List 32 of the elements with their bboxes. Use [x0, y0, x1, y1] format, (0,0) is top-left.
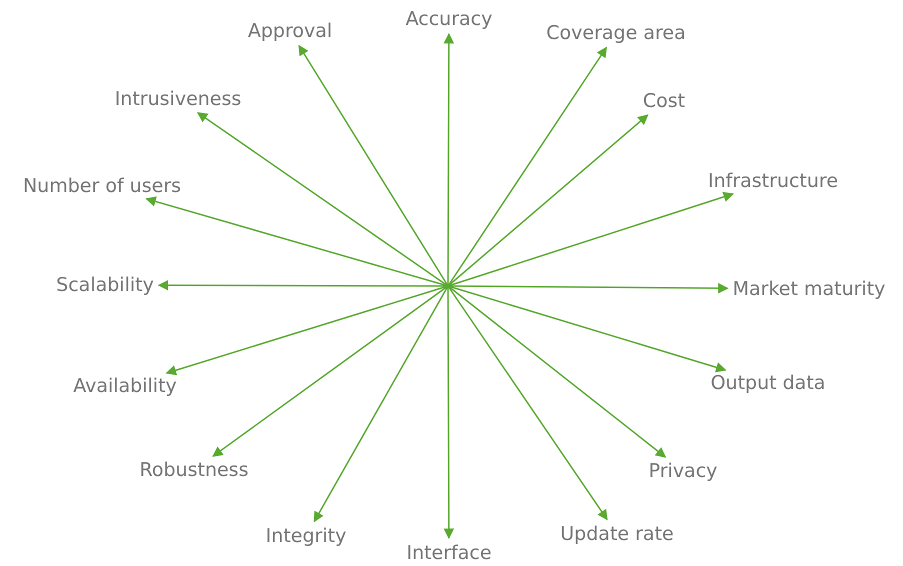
arrow: [447, 286, 608, 520]
arrow: [314, 286, 449, 522]
arrow: [298, 44, 449, 286]
criterion-label: Update rate: [558, 522, 676, 546]
criterion-label: Integrity: [264, 524, 348, 548]
criterion-label: Scalability: [54, 273, 156, 297]
criterion-label: Approval: [246, 19, 334, 43]
arrow: [448, 114, 648, 287]
criterion-label: Accuracy: [404, 7, 494, 31]
arrow: [166, 285, 448, 376]
criterion-label: Robustness: [138, 458, 250, 482]
criterion-label: Intrusiveness: [112, 87, 244, 111]
arrow: [448, 282, 729, 294]
criterion-label: Infrastructure: [706, 169, 840, 193]
arrow: [448, 192, 734, 287]
criterion-label: Number of users: [20, 174, 184, 198]
criterion-label: Privacy: [646, 459, 720, 483]
criterion-label: Coverage area: [544, 21, 688, 45]
criterion-label: Interface: [404, 541, 494, 565]
arrow: [196, 112, 448, 287]
criterion-label: Market maturity: [730, 277, 888, 301]
arrow: [158, 280, 448, 290]
arrow: [444, 286, 454, 540]
criterion-label: Output data: [708, 371, 828, 395]
arrow: [448, 285, 726, 372]
criterion-label: Availability: [71, 374, 179, 398]
arrow: [447, 46, 608, 286]
arrow: [212, 285, 448, 457]
arrow: [145, 196, 448, 287]
arrow: [444, 32, 454, 286]
arrow: [448, 285, 666, 458]
criterion-label: Cost: [640, 89, 688, 113]
